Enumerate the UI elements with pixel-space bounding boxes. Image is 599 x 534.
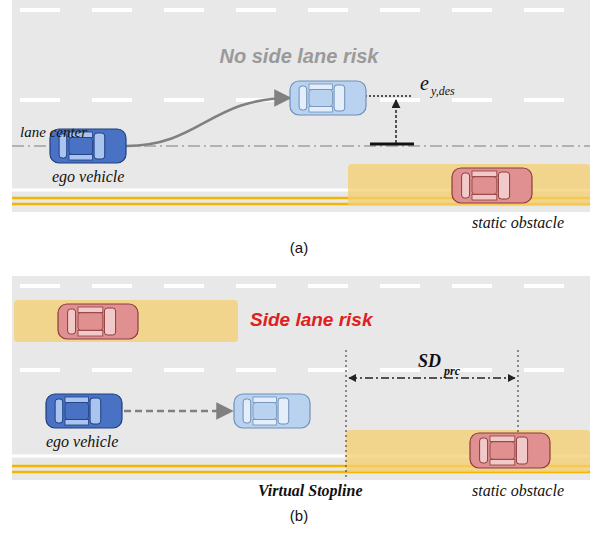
lane-dash	[452, 98, 492, 102]
lane-dash	[452, 8, 492, 12]
lane-dash	[92, 284, 132, 288]
road	[12, 276, 590, 480]
stopline-label: Virtual Stopline	[258, 482, 362, 500]
lane-change-path	[126, 98, 290, 146]
panel-label: (b)	[290, 508, 308, 525]
lane-dash	[236, 368, 276, 372]
vehicle-label: ego vehicle	[52, 168, 124, 186]
car	[452, 168, 532, 203]
road	[12, 0, 590, 212]
lane-dash	[380, 284, 420, 288]
lane-dash	[164, 368, 204, 372]
lane-dash	[92, 8, 132, 12]
symbol-subscript: prc	[444, 365, 460, 378]
panel-label: (a)	[290, 240, 308, 257]
vehicles	[46, 81, 550, 468]
lane-dash	[20, 8, 60, 12]
lane-dash	[164, 8, 204, 12]
risk-zone	[346, 430, 590, 472]
lane-dash	[524, 284, 564, 288]
lane-dash	[380, 368, 420, 372]
risk-note: Side lane risk	[250, 310, 373, 331]
lane-dash	[236, 8, 276, 12]
offset-base	[370, 143, 414, 146]
offset-arrow	[395, 100, 397, 143]
obstacle-label: static obstacle	[472, 214, 564, 232]
lane-dash	[308, 284, 348, 288]
symbol: e	[420, 72, 429, 94]
car	[290, 81, 366, 115]
line-label: lane center	[20, 124, 87, 141]
lane-dashes	[20, 284, 564, 372]
lane-dash	[452, 284, 492, 288]
symbol: SD	[418, 352, 441, 372]
stopline	[345, 350, 347, 478]
vehicle-label: ego vehicle	[46, 433, 118, 451]
lane-dash	[524, 368, 564, 372]
lane-dash	[236, 284, 276, 288]
lane-dash	[20, 98, 60, 102]
risk-zone	[14, 300, 238, 342]
lane-dash	[20, 368, 60, 372]
lane-dash	[92, 368, 132, 372]
symbol-subscript: y,des	[431, 85, 455, 98]
obstacle-label: static obstacle	[472, 482, 564, 500]
lane-dash	[524, 98, 564, 102]
car	[234, 394, 310, 428]
lane-dash	[164, 98, 204, 102]
lane-dash	[380, 8, 420, 12]
reference-line	[517, 350, 519, 432]
risk-zone	[348, 164, 590, 206]
lane-dash	[20, 284, 60, 288]
car	[46, 394, 122, 428]
straight-path	[124, 410, 232, 413]
lane-dash	[308, 368, 348, 372]
car	[470, 433, 550, 468]
desired-offset-line	[365, 95, 412, 97]
risk-note: No side lane risk	[220, 45, 379, 67]
lane-dash	[164, 284, 204, 288]
car	[58, 304, 138, 339]
lane-dash	[92, 98, 132, 102]
distance-arrow	[349, 377, 515, 378]
lane-dash	[524, 8, 564, 12]
lane-dash	[380, 98, 420, 102]
lane-dash	[308, 8, 348, 12]
